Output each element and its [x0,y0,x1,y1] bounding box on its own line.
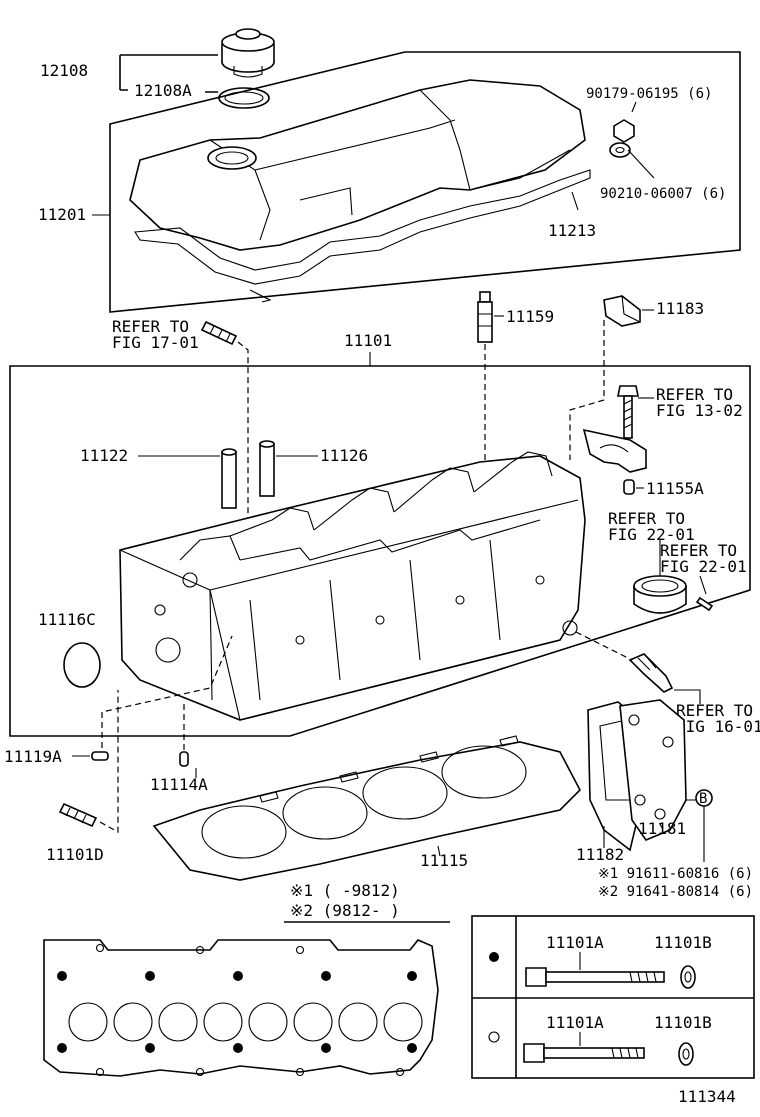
plug-11183 [603,295,641,327]
figure-id: 111344 [678,1087,736,1106]
label-11201: 11201 [38,205,86,224]
oil-seal-cap [633,575,687,614]
label-11119a: 11119A [4,747,62,766]
label-11122: 11122 [80,446,128,465]
cover-gasket [134,169,591,303]
refer-fig-22a-line1: REFER TO [608,509,685,528]
bolt-legend-table: 11101A 11101B 11101A 11101B [471,915,755,1079]
bearing-cap [582,428,647,473]
legend-row2-bolt: 11101A [546,1013,604,1032]
label-11183: 11183 [656,299,704,318]
cylinder-head-frame [9,365,751,737]
callout-b: B [695,789,713,807]
legend-row1-bolt-drawing [525,967,665,987]
leader-callout-b [686,799,705,862]
connector-refer-16 [628,653,674,693]
cover-seal-washer [609,142,631,158]
leader-11213 [571,191,579,211]
refer-fig-22b-line1: REFER TO [660,541,737,560]
footnote-2: ※2 (9812- ) [290,901,400,920]
refer-fig-16-line2: FIG 16-01 [676,717,760,736]
leader-stud-17 [237,341,249,520]
core-plug-11116c [63,642,101,688]
water-outlet-plate-11181 [619,699,687,841]
refer-fig-17-line2: FIG 17-01 [112,333,199,352]
pin-11114a [179,751,189,767]
label-11181: 11181 [638,819,686,838]
refer-fig-17-line1: REFER TO [112,317,189,336]
oil-filler-cap [221,28,275,78]
legend-row2-washer-drawing [678,1042,694,1066]
footnote-1: ※1 ( -9812) [290,881,400,900]
bolt-note-2: ※2 91641-80814 (6) [598,884,753,900]
label-11116c: 11116C [38,610,96,629]
cover-nut [613,119,635,143]
leader-refer-16 [674,689,701,704]
callout-b-letter: B [699,791,707,807]
bolt-pattern-diagram [43,939,439,1077]
refer-fig-16-line1: REFER TO [676,701,753,720]
bolt-refer-13 [617,385,639,439]
label-12108: 12108 [40,61,88,80]
head-gasket-11115 [152,735,581,881]
label-11101: 11101 [344,331,392,350]
label-90179-06195: 90179-06195 (6) [586,86,712,102]
cylinder-head-body [119,451,586,721]
label-11182: 11182 [576,845,624,864]
legend-row1-washer-drawing [680,965,696,989]
refer-fig-13-line1: REFER TO [656,385,733,404]
refer-fig-22b-line2: FIG 22-01 [660,557,747,576]
leader-11115 [437,845,441,857]
valve-guide-11122 [221,448,237,509]
pin-11119a [91,751,109,761]
stud-refer-17 [200,320,238,346]
label-11115: 11115 [420,851,468,870]
legend-row2-bolt-drawing [523,1043,645,1063]
leader-12108 [119,54,218,93]
injector-nozzle-seat [477,291,493,343]
bolt-note-1: ※1 91611-60816 (6) [598,866,753,882]
leader-11119a-dash [101,635,233,748]
leader-refer-22 [659,540,707,595]
cylinder-head-cover [129,79,586,251]
label-12108a: 12108A [134,81,192,100]
legend-row1-washer: 11101B [654,933,712,952]
label-11114a: 11114A [150,775,208,794]
label-11101d: 11101D [46,845,104,864]
refer-fig-22a-line2: FIG 22-01 [608,525,695,544]
refer-fig-13-line2: FIG 13-02 [656,401,743,420]
label-11126: 11126 [320,446,368,465]
cover-subassembly-frame [109,51,741,313]
legend-filled-marker [489,952,499,962]
stud-11101d [58,802,98,828]
label-90210-06007: 90210-06007 (6) [600,186,726,202]
leader-connector-dash [575,631,629,659]
label-11159: 11159 [506,307,554,326]
leader-11183-down [569,320,605,460]
valve-guide-11126 [259,440,275,497]
pin-11155a [623,479,635,495]
label-11213: 11213 [548,221,596,240]
leader-nut-washer [627,101,655,179]
dowel-pin [695,596,714,612]
label-11155a: 11155A [646,479,704,498]
legend-row1-bolt: 11101A [546,933,604,952]
leader-11181 [659,823,663,829]
legend-hollow-marker [488,1031,500,1043]
legend-row2-washer: 11101B [654,1013,712,1032]
leader-11101d-dash [99,690,119,834]
